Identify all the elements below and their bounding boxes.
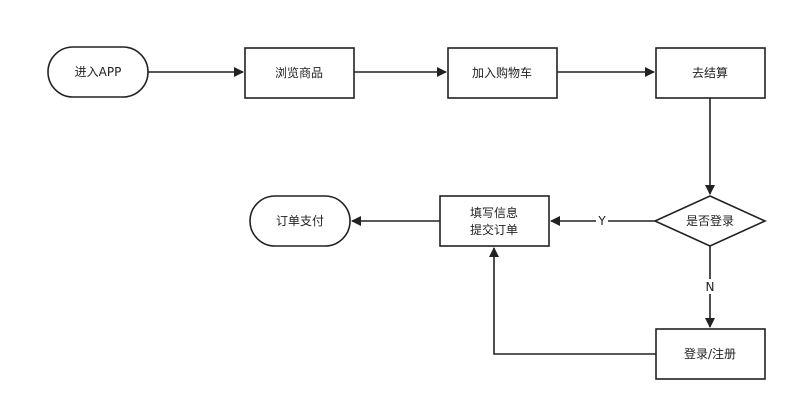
edge-yes-label: Y (597, 214, 606, 228)
node-checkout: 去结算 (655, 47, 766, 99)
node-fill-info-label: 填写信息 (470, 205, 518, 220)
node-add-to-cart: 加入购物车 (447, 47, 558, 99)
edge-no-label: N (706, 280, 715, 294)
node-login-decision-label: 是否登录 (686, 213, 734, 228)
node-fill-info-submit-order: 填写信息 提交订单 (439, 195, 550, 247)
edge-yes-label-bg (596, 213, 608, 228)
node-login-register-label: 登录/注册 (684, 346, 736, 361)
node-login-register: 登录/注册 (655, 328, 766, 380)
node-checkout-label: 去结算 (692, 65, 728, 80)
node-add-to-cart-label: 加入购物车 (472, 65, 532, 80)
node-enter-app: 进入APP (47, 46, 149, 98)
node-enter-app-label: 进入APP (75, 65, 122, 79)
edge-login-to-fill-info (489, 247, 656, 355)
node-login-decision: 是否登录 (653, 195, 767, 247)
node-submit-order-label: 提交订单 (470, 222, 518, 237)
node-browse-products-label: 浏览商品 (275, 65, 323, 80)
edge-no-label-bg (704, 279, 717, 294)
node-order-payment: 订单支付 (249, 195, 351, 247)
node-browse-products: 浏览商品 (244, 47, 355, 99)
node-order-payment-label: 订单支付 (276, 214, 324, 228)
